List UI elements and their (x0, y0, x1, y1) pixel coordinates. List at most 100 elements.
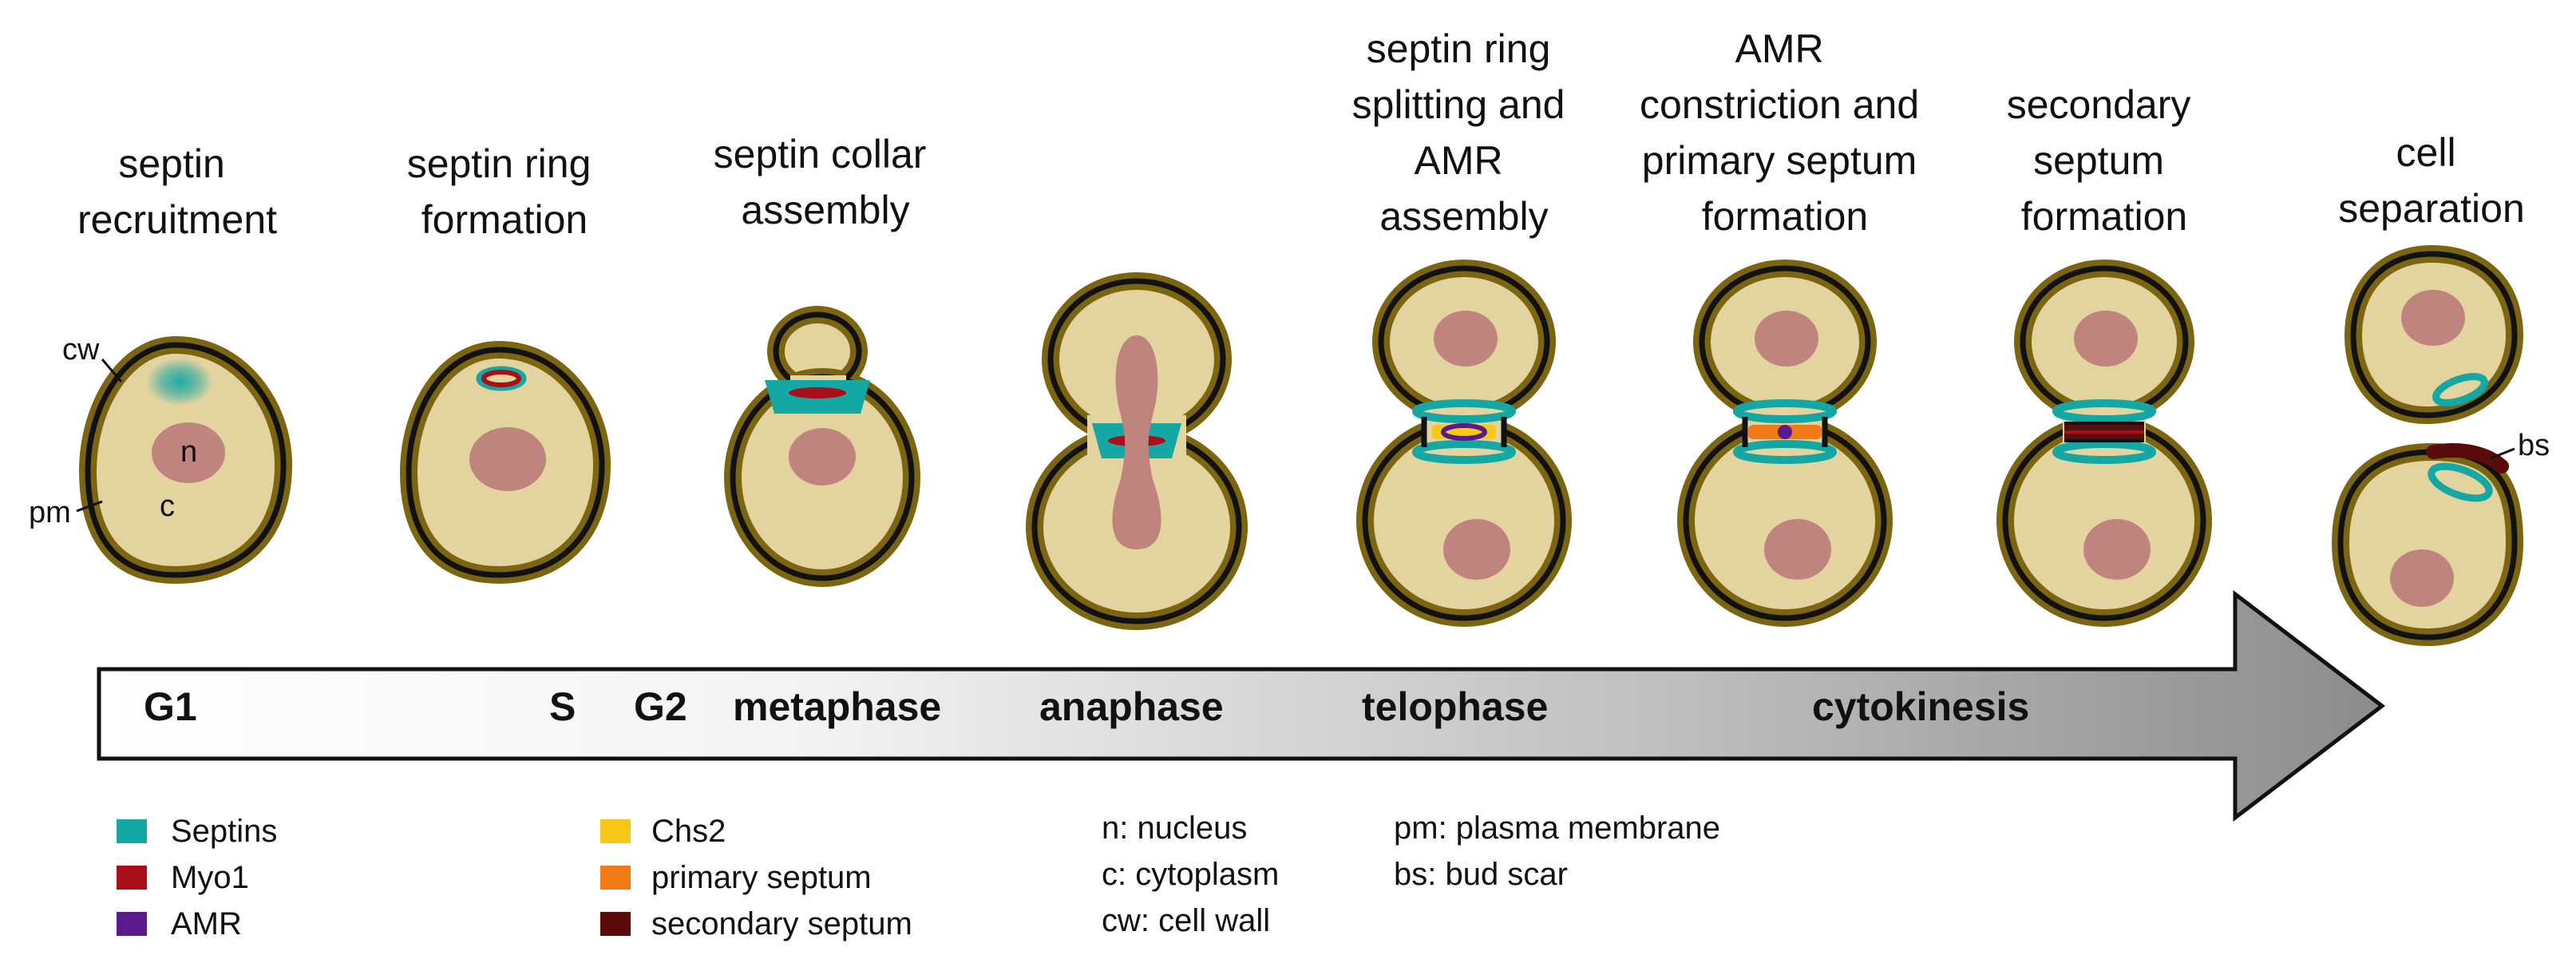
stage-title-2-line-1: septin ring (407, 141, 592, 186)
stage-title-7-line-2: septum (2033, 138, 2164, 183)
daughter-septin-ring (2432, 373, 2488, 406)
cell-septin-collar-assembly (724, 306, 920, 587)
cell-anaphase (1026, 272, 1248, 630)
mother-cell-wall (2331, 442, 2524, 647)
septin-ring-upper (1733, 399, 1837, 423)
amr-ring-constricted (1778, 425, 1792, 439)
stage-title-5-line-1: septin ring (1367, 26, 1551, 71)
abbr-nucleus: n: nucleus (1102, 811, 1247, 846)
stage-title-3: septin collar assembly (714, 132, 938, 232)
legend-label-chs2: Chs2 (651, 814, 726, 849)
septin-ring-lower (2052, 440, 2156, 464)
stage-title-6-line-3: primary septum (1642, 138, 1917, 183)
nucleus (789, 428, 856, 486)
legend-swatch-secondary-septum (600, 912, 631, 936)
stage-title-5-line-3: AMR (1414, 138, 1502, 183)
stage-title-8: cell separation (2338, 130, 2525, 231)
legend-label-myo1: Myo1 (171, 860, 249, 895)
stage-titles: septin recruitment septin ring formation… (77, 26, 2525, 242)
bud-nucleus (1755, 311, 1818, 367)
stage-title-6-line-2: constriction and (1640, 82, 1919, 127)
mother-nucleus (2390, 549, 2454, 607)
bud-nucleus (2074, 311, 2138, 367)
stage-title-1: septin recruitment (77, 141, 277, 242)
septin-ring (476, 366, 527, 391)
legend-label-primary-septum: primary septum (651, 860, 872, 895)
stage-title-7-line-3: formation (2021, 194, 2187, 239)
legend-abbreviations: n: nucleus c: cytoplasm cw: cell wall pm… (1102, 811, 1720, 938)
callout-labels: cw pm n c bs (29, 333, 2550, 529)
pm-leader (76, 500, 103, 513)
cell-secondary-septum (1996, 260, 2212, 627)
legend-label-secondary-septum: secondary septum (651, 906, 912, 941)
stage-title-8-line-2: separation (2338, 186, 2525, 231)
stage-title-8-line-1: cell (2396, 130, 2456, 175)
stage-title-7: secondary septum formation (2007, 82, 2202, 239)
septin-ring-upper (1412, 399, 1516, 423)
stage-title-5: septin ring splitting and AMR assembly (1352, 26, 1577, 239)
phase-metaphase: metaphase (733, 684, 941, 729)
abbr-cell-wall: cw: cell wall (1102, 903, 1270, 938)
legend-label-septins: Septins (171, 814, 277, 849)
phase-telophase: telophase (1362, 684, 1548, 729)
daughter-membrane (2350, 251, 2518, 418)
abbr-bud-scar: bs: bud scar (1394, 857, 1568, 892)
arrow-shape (97, 589, 2386, 822)
legend-label-amr: AMR (171, 906, 242, 941)
stage-title-1-line-2: recruitment (77, 197, 277, 242)
stage-title-1-line-1: septin (118, 141, 224, 186)
nucleus (469, 427, 546, 491)
cw-label: cw (62, 333, 100, 367)
legend-markers: Septins Myo1 AMR Chs2 primary septum sec… (117, 814, 912, 941)
legend-swatch-amr (117, 912, 147, 936)
cell-cycle-arrow: G1 S G2 metaphase anaphase telophase cyt… (97, 589, 2386, 822)
cell-ring-splitting (1356, 260, 1572, 627)
dividing-nucleus (1112, 335, 1161, 549)
plasma-membrane (406, 347, 605, 578)
legend-swatch-myo1 (117, 866, 147, 890)
abbr-cytoplasm: c: cytoplasm (1102, 857, 1279, 892)
plasma-membrane (85, 342, 287, 578)
c-label: c (160, 490, 175, 523)
legend-swatch-chs2 (600, 819, 631, 843)
legend-swatch-septins (117, 819, 147, 843)
cw-leader (101, 359, 123, 382)
cell-septin-ring-formation (400, 341, 611, 584)
stage-title-6: AMR constriction and primary septum form… (1640, 26, 1930, 239)
amr-ring (1441, 423, 1487, 441)
stage-title-6-line-1: AMR (1735, 26, 1823, 71)
stage-title-5-line-2: splitting and (1352, 82, 1565, 127)
septin-cloud (146, 358, 213, 406)
phase-s: S (549, 684, 576, 729)
bs-label: bs (2518, 429, 2550, 462)
mother-septin-ring (2428, 462, 2493, 502)
myo1-ring (481, 370, 521, 387)
stage-title-5-line-4: assembly (1379, 194, 1548, 239)
legend-swatch-primary-septum (600, 866, 631, 890)
mother-nucleus (1443, 519, 1510, 580)
pm-label: pm (29, 496, 71, 529)
stage-title-6-line-4: formation (1702, 194, 1868, 239)
stage-title-7-line-1: secondary (2007, 82, 2191, 127)
stage-title-3-line-2: assembly (741, 188, 909, 232)
stage-title-2: septin ring formation (407, 141, 603, 242)
phase-cytokinesis: cytokinesis (1812, 684, 2029, 729)
bs-leader (2490, 447, 2515, 460)
mother-nucleus (2083, 519, 2151, 580)
mother-nucleus (1764, 519, 1831, 580)
abbr-plasma-membrane: pm: plasma membrane (1394, 811, 1720, 846)
n-label: n (180, 435, 197, 469)
nucleus (152, 422, 225, 483)
cell-septin-recruitment (79, 336, 292, 584)
septin-ring-lower (1412, 440, 1516, 464)
phase-g2: G2 (634, 684, 687, 729)
phase-anaphase: anaphase (1039, 684, 1224, 729)
myo1-ring (789, 387, 846, 398)
daughter-nucleus (2401, 290, 2465, 346)
phase-g1: G1 (144, 684, 197, 729)
mother-membrane (2337, 449, 2518, 640)
stage-title-2-line-2: formation (421, 197, 588, 242)
septin-ring-lower (1733, 440, 1837, 464)
septin-ring-upper (2052, 399, 2156, 423)
